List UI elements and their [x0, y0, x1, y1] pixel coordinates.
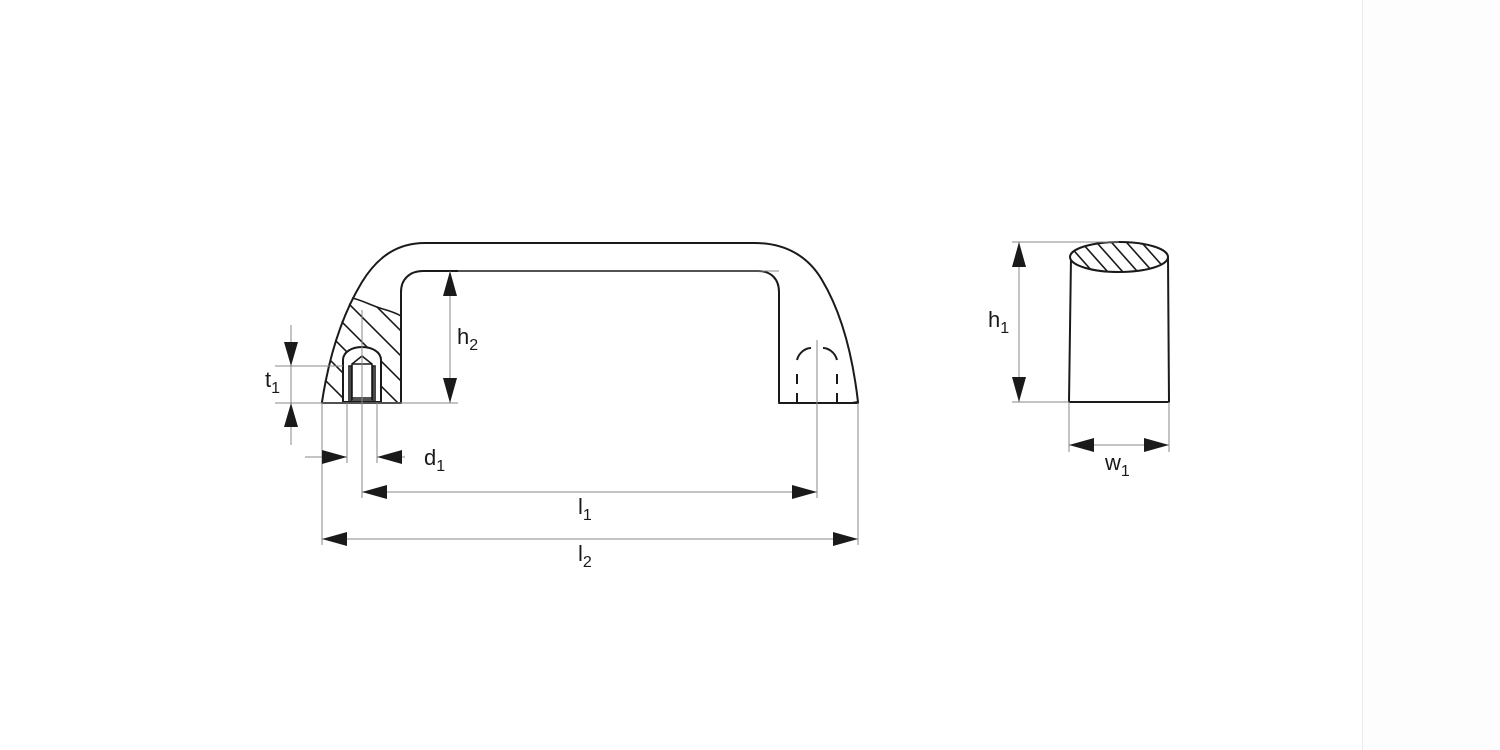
handle-outer-outline — [321, 242, 859, 404]
threaded-insert — [348, 365, 376, 402]
dimension-d1: d1 — [305, 445, 445, 475]
label-d1: d1 — [424, 445, 445, 475]
label-t1: t1 — [265, 367, 280, 397]
insert-bore — [351, 354, 373, 401]
front-view — [321, 242, 859, 404]
label-h2: h2 — [457, 324, 478, 354]
front-view-dimensions: t1 h2 d1 l1 l2 — [265, 270, 859, 571]
side-body-outline — [1068, 256, 1170, 403]
dimension-w1: w1 — [1069, 438, 1169, 480]
dimension-h1: h1 — [988, 242, 1026, 402]
dimension-l1: l1 — [362, 485, 817, 524]
label-w1: w1 — [1104, 450, 1130, 480]
side-view-dimensions: h1 w1 — [988, 241, 1170, 480]
dimension-t1: t1 — [265, 325, 298, 445]
right-margin-panel — [1362, 0, 1500, 750]
label-h1: h1 — [988, 307, 1009, 337]
label-l1: l1 — [578, 494, 592, 524]
section-break-line — [351, 297, 402, 317]
label-l2: l2 — [578, 541, 592, 571]
hidden-hole-right — [796, 347, 838, 403]
dimension-l2: l2 — [322, 532, 858, 571]
side-view — [1068, 241, 1170, 403]
dimension-h2: h2 — [443, 271, 478, 403]
